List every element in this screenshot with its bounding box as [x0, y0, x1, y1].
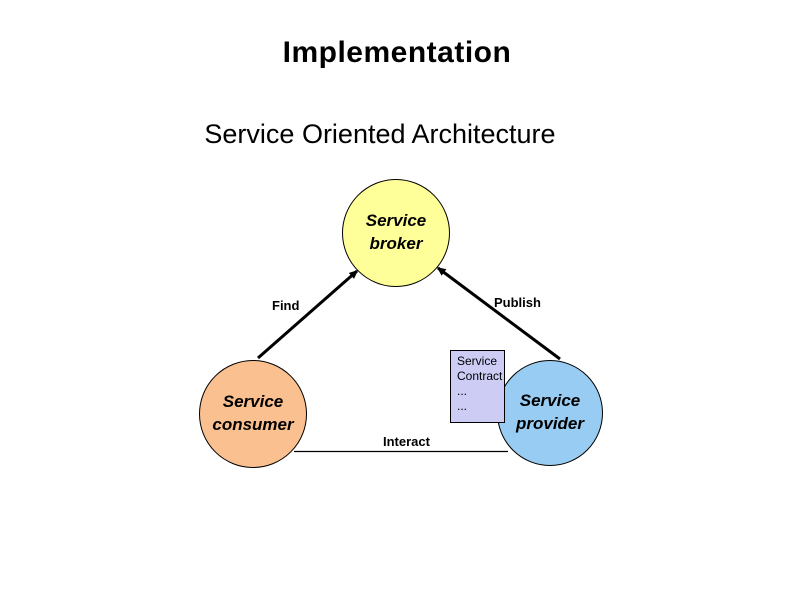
- service-provider-node[interactable]: Service provider: [497, 360, 603, 466]
- service-provider-label-line1: Service: [519, 391, 581, 411]
- slide-title: Implementation: [282, 36, 512, 69]
- contract-line-1: Service: [457, 354, 498, 368]
- service-broker-label-line1: Service: [365, 211, 427, 231]
- service-consumer-label-line1: Service: [222, 392, 284, 412]
- service-consumer-node[interactable]: Service consumer: [199, 360, 307, 468]
- service-contract-box[interactable]: Service Contract ... ...: [450, 350, 505, 423]
- service-provider-label-line2: provider: [515, 414, 585, 433]
- publish-edge-label: Publish: [494, 295, 541, 310]
- interact-edge-label: Interact: [383, 434, 430, 449]
- find-arrow: [257, 269, 359, 360]
- contract-line-4: ...: [457, 399, 468, 413]
- publish-arrow: [436, 266, 561, 361]
- find-edge-label: Find: [272, 298, 300, 313]
- service-broker-node[interactable]: Service broker: [342, 179, 450, 287]
- contract-line-3: ...: [457, 384, 468, 398]
- service-broker-label-line2: broker: [369, 234, 423, 253]
- slide-subtitle: Service Oriented Architecture: [204, 119, 556, 149]
- service-consumer-label-line2: consumer: [212, 415, 294, 434]
- contract-line-2: Contract: [457, 369, 503, 383]
